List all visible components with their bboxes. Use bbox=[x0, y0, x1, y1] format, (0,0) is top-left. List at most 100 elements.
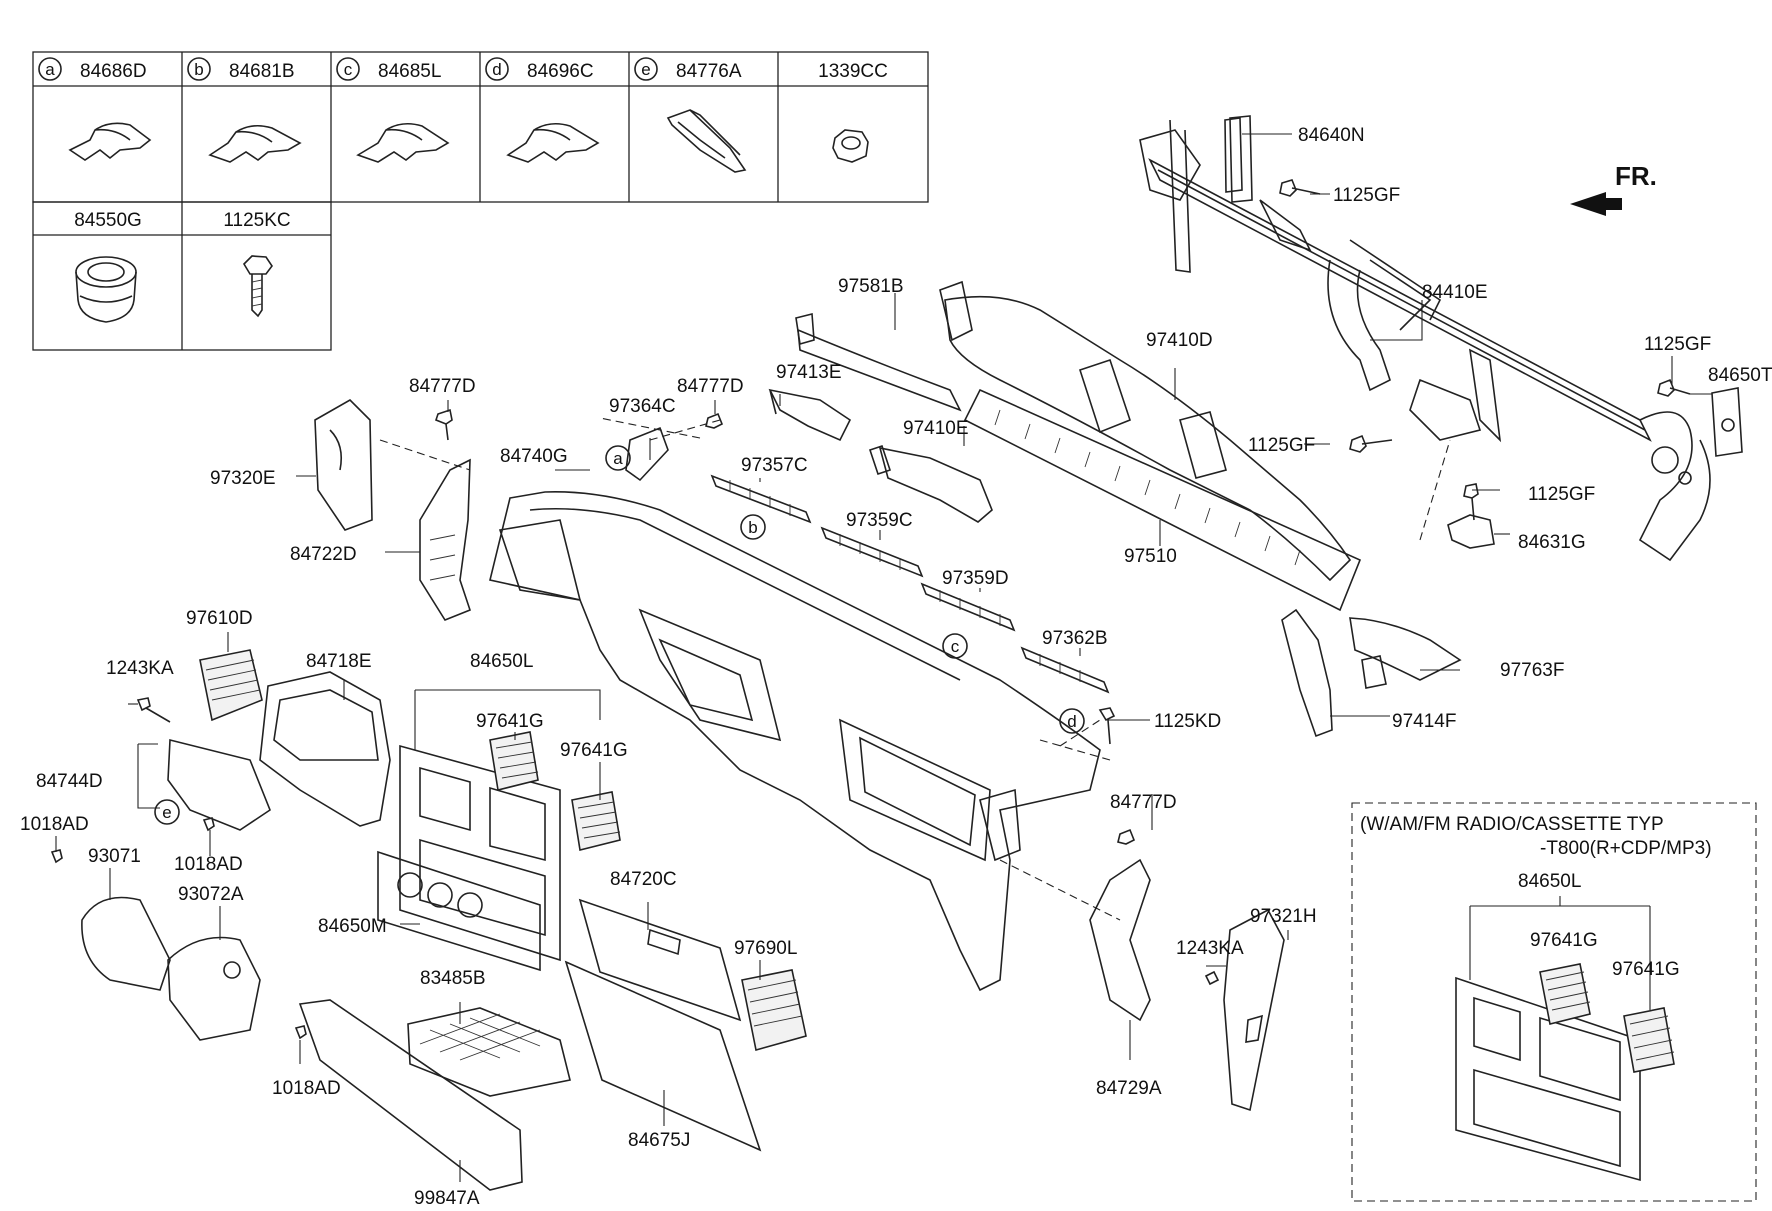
callout-84777D: 84777D bbox=[409, 376, 476, 397]
legend-part-number: 84686D bbox=[80, 61, 147, 82]
clip-84685L-icon bbox=[356, 122, 450, 163]
callout-84777D: 84777D bbox=[677, 376, 744, 397]
dashed-reference-lines bbox=[379, 417, 1451, 921]
callout-83485B: 83485B bbox=[420, 968, 486, 989]
bracket-97359C bbox=[820, 526, 924, 578]
lower-panel-84744D bbox=[167, 738, 271, 831]
callout-97357C: 97357C bbox=[741, 455, 808, 476]
legend-part-number: 84550G bbox=[74, 210, 142, 231]
callout-97763F: 97763F bbox=[1500, 660, 1564, 681]
glove-box-door-84675J bbox=[564, 960, 762, 1152]
screw-1243KA-icon bbox=[136, 697, 171, 723]
callout-97410D: 97410D bbox=[1146, 330, 1213, 351]
clip-84777D-icon bbox=[705, 412, 724, 429]
legend-part-number: 84681B bbox=[229, 61, 295, 82]
inset-callout-97641G: 97641G bbox=[1530, 930, 1598, 951]
side-cover-97321H bbox=[1223, 908, 1285, 1112]
callout-97321H: 97321H bbox=[1250, 906, 1317, 927]
legend-cell-b: b 84681B bbox=[187, 57, 295, 82]
callout-97320E: 97320E bbox=[210, 468, 276, 489]
callout-1125GF: 1125GF bbox=[1528, 484, 1595, 505]
ref-letter: d bbox=[1067, 712, 1076, 731]
callout-labels: 84640N 1125GF 97581B 84410E 1125GF 84650… bbox=[20, 125, 1772, 1209]
bolt-1125GF-icon bbox=[1349, 434, 1393, 453]
legend-cell-d: d 84696C bbox=[485, 57, 594, 82]
bracket-84631G bbox=[1447, 514, 1495, 549]
callout-1018AD: 1018AD bbox=[174, 854, 243, 875]
circle-ref-d: d bbox=[1059, 708, 1085, 734]
callout-84650T: 84650T bbox=[1708, 365, 1772, 386]
duct-97763F bbox=[1349, 617, 1462, 689]
side-bracket-84729A bbox=[1089, 858, 1151, 1022]
circle-ref-e: e bbox=[154, 799, 180, 825]
screw-1018AD-icon bbox=[202, 817, 215, 832]
leader-lines bbox=[55, 133, 1712, 1182]
clip-84696C-icon bbox=[506, 122, 600, 163]
callout-97359D: 97359D bbox=[942, 568, 1009, 589]
callout-1125GF: 1125GF bbox=[1248, 435, 1315, 456]
bracket-84776A-icon bbox=[666, 109, 747, 173]
callout-97610D: 97610D bbox=[186, 608, 253, 629]
bracket-97359D bbox=[920, 582, 1016, 632]
circle-ref-a: a bbox=[605, 445, 631, 471]
vent-97690L bbox=[741, 969, 807, 1052]
bolt-1125GF-icon bbox=[1463, 483, 1479, 521]
ref-letter: a bbox=[613, 449, 623, 468]
callout-97641G: 97641G bbox=[560, 740, 628, 761]
callout-97641G: 97641G bbox=[476, 711, 544, 732]
steering-cover-93072A bbox=[167, 936, 261, 1041]
legend-cell-e: e 84776A bbox=[634, 57, 742, 82]
inset-callout-97641G: 97641G bbox=[1612, 959, 1680, 980]
clip-84686D-icon bbox=[68, 122, 152, 161]
screw-1125KD-icon bbox=[1098, 707, 1116, 745]
vent-97641G bbox=[571, 791, 621, 851]
legend-table: a 84686D b 84681B c 84685L d 84696C e 84… bbox=[32, 51, 929, 351]
crash-pad-84740G bbox=[489, 491, 1101, 992]
callout-84777D: 84777D bbox=[1110, 792, 1177, 813]
circle-ref-b: b bbox=[740, 514, 766, 540]
callout-97690L: 97690L bbox=[734, 938, 797, 959]
screw-1018AD-icon bbox=[294, 1025, 307, 1040]
steering-cover-93071 bbox=[81, 896, 171, 991]
tray-83485B bbox=[407, 1007, 571, 1097]
glove-box-84720C bbox=[578, 898, 742, 1022]
legend-cell-c: c 84685L bbox=[336, 57, 441, 82]
front-label: FR. bbox=[1615, 161, 1657, 191]
legend-cell-a: a 84686D bbox=[38, 57, 147, 82]
callout-1125GF: 1125GF bbox=[1644, 334, 1711, 355]
callout-84650M: 84650M bbox=[318, 916, 387, 937]
callout-84744D: 84744D bbox=[36, 771, 103, 792]
duct-97410E bbox=[868, 444, 993, 523]
lower-cover-99847A bbox=[298, 999, 523, 1191]
callout-84718E: 84718E bbox=[306, 651, 372, 672]
ref-letter: e bbox=[162, 803, 171, 822]
callout-97581B: 97581B bbox=[838, 276, 904, 297]
ref-letter: c bbox=[951, 637, 960, 656]
callout-1018AD: 1018AD bbox=[272, 1078, 341, 1099]
callout-84650L: 84650L bbox=[470, 651, 533, 672]
callout-84631G: 84631G bbox=[1518, 532, 1586, 553]
bracket-97362B bbox=[1020, 646, 1110, 694]
callout-1125GF: 1125GF bbox=[1333, 185, 1400, 206]
legend-letter: a bbox=[45, 60, 55, 79]
callout-1018AD: 1018AD bbox=[20, 814, 89, 835]
center-fascia-84650L bbox=[399, 744, 561, 962]
defroster-nozzle-97510 bbox=[963, 388, 1362, 612]
bracket-84640N bbox=[1229, 115, 1253, 203]
screw-1243KA-icon bbox=[1204, 970, 1220, 986]
legend-letter: b bbox=[194, 60, 203, 79]
inset-title-line2: -T800(R+CDP/MP3) bbox=[1540, 838, 1712, 859]
circle-ref-c: c bbox=[942, 633, 968, 659]
legend-part-number: 84776A bbox=[676, 61, 742, 82]
duct-97413E bbox=[768, 388, 852, 442]
legend-cell-84550G: 84550G bbox=[74, 210, 142, 231]
clip-84777D-icon bbox=[1117, 828, 1136, 845]
vent-97610D bbox=[199, 649, 263, 722]
callout-93072A: 93072A bbox=[178, 884, 244, 905]
callout-84675J: 84675J bbox=[628, 1130, 690, 1151]
duct-97410D bbox=[939, 280, 1352, 582]
callout-84729A: 84729A bbox=[1096, 1078, 1162, 1099]
legend-cell-1339CC: 1339CC bbox=[818, 61, 888, 82]
callout-84740G: 84740G bbox=[500, 446, 568, 467]
